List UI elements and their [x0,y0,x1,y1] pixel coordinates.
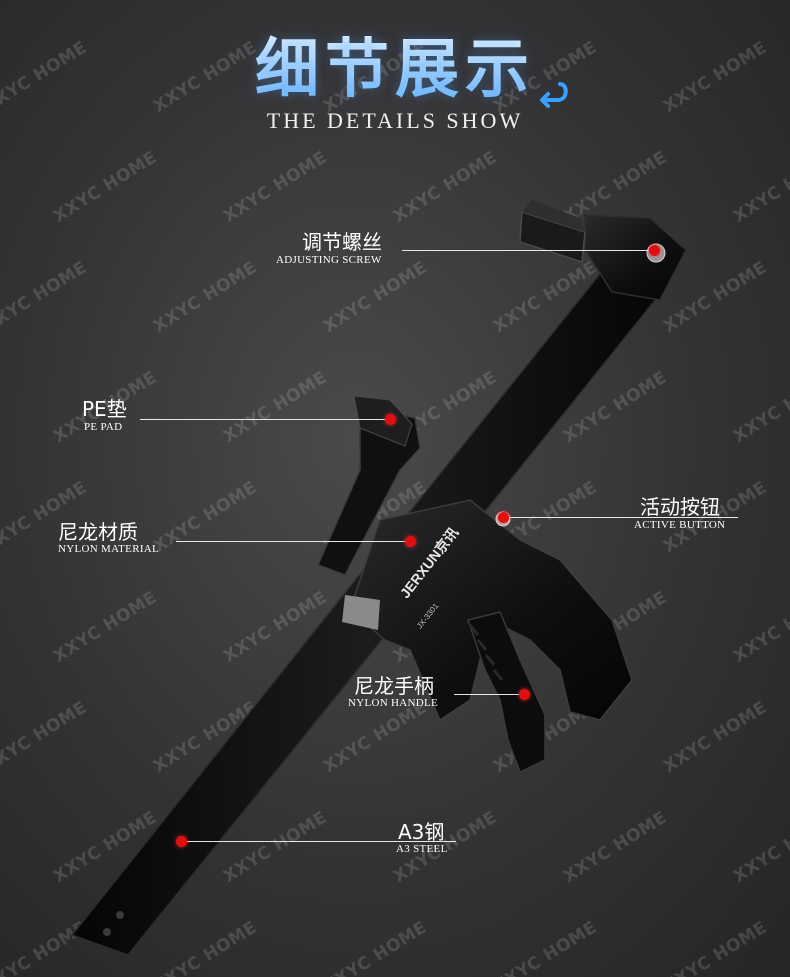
callout-nylon-handle-cn: 尼龙手柄 [354,674,434,698]
callout-nylon-handle-line [454,694,526,695]
callout-adjusting-screw-en: ADJUSTING SCREW [276,254,382,266]
movable-jaw [316,395,421,576]
marker-nylon-material [405,536,416,547]
callout-pe-pad-line [140,419,390,420]
page-title-english: THE DETAILS SHOW [266,108,524,133]
callout-a3-steel-line [180,841,456,842]
return-arrow-icon [540,82,568,108]
callout-a3-steel-en: A3 STEEL [396,843,448,855]
marker-pe-pad [385,414,396,425]
callout-pe-pad-cn: PE垫 [82,397,127,421]
callout-nylon-material-en: NYLON MATERIAL [58,543,160,555]
callout-active-button-en: ACTIVE BUTTON [634,519,726,531]
marker-nylon-handle [519,689,530,700]
callout-pe-pad-en: PE PAD [84,421,123,433]
callout-active-button-line [508,517,738,518]
callout-adjusting-screw-line [402,250,654,251]
trigger-handle [467,611,546,774]
marker-adjusting-screw [649,245,660,256]
marker-active-button [498,512,509,523]
callout-nylon-handle-en: NYLON HANDLE [348,697,439,709]
callout-a3-steel-cn: A3钢 [398,820,445,844]
callout-adjusting-screw-cn: 调节螺丝 [302,230,382,254]
page-title-chinese: 细节展示 [0,18,790,110]
marker-a3-steel [176,836,187,847]
callout-nylon-material-cn: 尼龙材质 [58,520,138,544]
fixed-jaw [519,200,687,301]
callout-active-button-cn: 活动按钮 [640,495,720,519]
callout-nylon-material-line [176,541,410,542]
